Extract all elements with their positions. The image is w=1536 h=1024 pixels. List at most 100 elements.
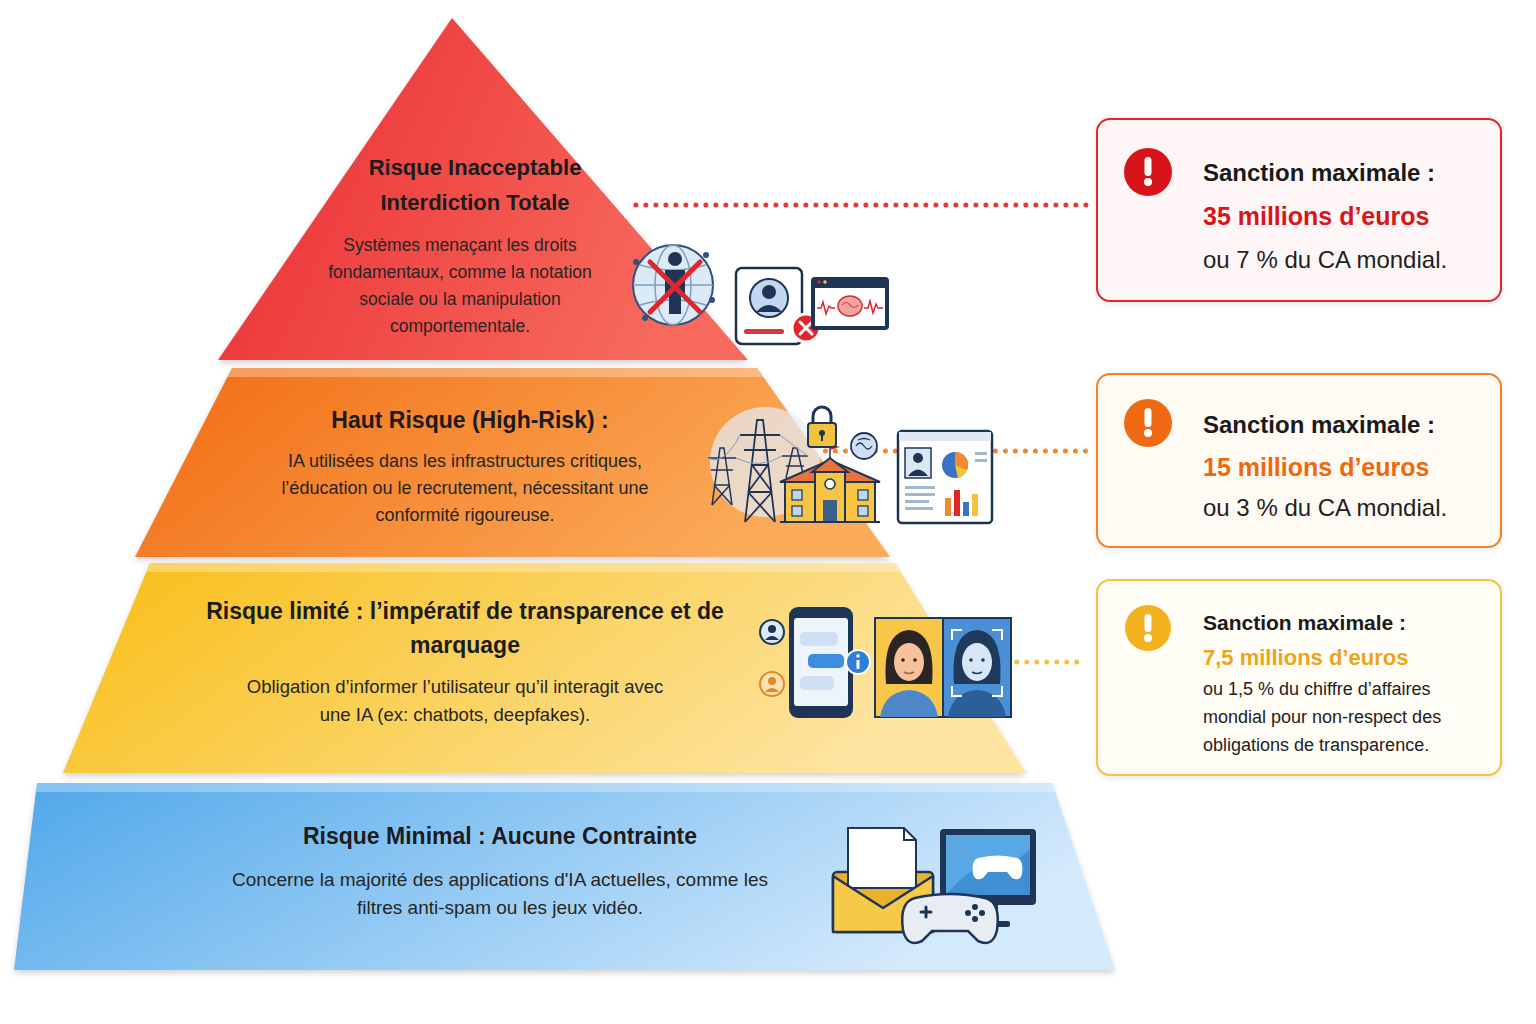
deepfake-faces-icon — [901, 658, 905, 662]
dotted-connector — [967, 660, 1086, 665]
chatbot-phone-icon — [800, 676, 834, 690]
band-fill — [135, 368, 890, 557]
deepfake-faces-icon — [875, 618, 1011, 717]
brain-screen-icon — [817, 280, 821, 284]
school-icon — [812, 458, 848, 472]
dashboard-icon — [898, 431, 992, 523]
band-bevel — [146, 563, 900, 572]
sanction-detail: ou 7 % du CA mondial. — [1203, 245, 1493, 275]
alert-icon — [1124, 399, 1172, 447]
dashboard-icon — [908, 470, 928, 477]
profile-card-icon — [736, 268, 820, 344]
email-icon — [833, 876, 933, 932]
game-controller-icon — [979, 910, 985, 916]
deepfake-faces-icon — [943, 618, 1011, 717]
chatbot-phone-icon — [800, 632, 838, 646]
band-heading: Risque limité : l’impératif de transpare… — [185, 594, 745, 662]
chatbot-phone-icon — [789, 607, 853, 718]
brain-screen-icon — [864, 301, 883, 313]
school-icon — [823, 500, 837, 522]
dashboard-icon — [905, 500, 929, 503]
band-heading: Haut Risque (High-Risk) : — [260, 405, 680, 435]
sanction-detail: ou 1,5 % du chiffre d’affaires mondial p… — [1203, 675, 1493, 759]
school-icon — [792, 506, 802, 516]
alert-icon — [1144, 634, 1152, 642]
alert-icon — [1125, 605, 1171, 651]
brain-screen-icon — [811, 277, 889, 330]
alert-icon — [1124, 148, 1172, 196]
email-icon — [833, 872, 933, 932]
risk-band: Risque limité : l’impératif de transpare… — [63, 563, 1026, 773]
dashboard-icon — [899, 432, 991, 441]
profile-card-icon — [800, 322, 812, 334]
alert-icon — [1145, 408, 1152, 427]
brain-bubble-icon — [851, 433, 877, 459]
risk-band: Risque Minimal : Aucune ContrainteConcer… — [14, 783, 1115, 970]
globe-person-icon — [633, 284, 713, 286]
band-bevel — [227, 368, 763, 377]
alert-icon — [1145, 157, 1152, 176]
power-pylon-icon — [740, 420, 780, 522]
globe-person-icon — [665, 270, 685, 314]
deepfake-faces-icon — [962, 643, 992, 681]
dashboard-icon — [942, 452, 968, 478]
school-icon — [792, 490, 802, 500]
alert-icon — [1124, 148, 1172, 196]
game-controller-icon — [902, 894, 998, 943]
padlock-icon — [813, 407, 831, 424]
deepfake-faces-icon — [913, 658, 917, 662]
dashboard-icon — [913, 453, 923, 463]
brain-screen-icon — [838, 296, 862, 316]
user-avatar-icon — [768, 625, 776, 633]
band-shape — [63, 563, 1026, 773]
risk-band: Haut Risque (High-Risk) : IA utilisées da… — [135, 368, 890, 557]
game-controller-icon — [921, 907, 931, 917]
dashboard-icon — [905, 486, 935, 489]
dashboard-icon — [898, 431, 992, 523]
dashboard-icon — [955, 452, 968, 470]
deepfake-faces-icon — [948, 690, 1006, 717]
dashboard-icon — [905, 448, 931, 478]
globe-person-icon — [642, 315, 648, 321]
alert-icon — [1125, 605, 1171, 651]
profile-card-icon — [736, 268, 802, 344]
school-icon — [858, 506, 868, 516]
dashboard-icon — [945, 498, 951, 516]
user-avatar-icon — [760, 620, 784, 644]
band-fill — [63, 563, 1026, 773]
user-avatar-icon — [760, 620, 784, 696]
sanction-box: Sanction maximale :35 millions d’eurosou… — [1096, 118, 1502, 302]
band-description: Systèmes menaçant les droits fondamentau… — [305, 232, 615, 340]
power-pylon-icon — [782, 448, 808, 478]
monitor-game-icon — [976, 905, 998, 922]
dotted-connector — [825, 449, 1086, 454]
padlock-icon — [808, 407, 836, 447]
school-icon — [815, 470, 845, 522]
school-icon — [830, 444, 840, 450]
game-controller-icon — [972, 916, 978, 922]
deepfake-faces-icon — [880, 690, 938, 717]
dashboard-icon — [905, 507, 933, 510]
power-pylon-icon — [708, 407, 820, 522]
deepfake-faces-icon — [981, 658, 985, 662]
school-icon — [825, 479, 835, 489]
deepfake-faces-icon — [885, 630, 932, 684]
band-heading: Risque Inacceptable Interdiction Totale — [345, 150, 605, 220]
dotted-connector — [636, 203, 1086, 208]
email-icon — [904, 828, 916, 840]
sanction-heading: Sanction maximale : — [1203, 410, 1493, 440]
globe-person-icon — [640, 265, 706, 305]
sanction-box: Sanction maximale :15 millions d’eurosou… — [1096, 373, 1502, 548]
dashboard-icon — [954, 490, 960, 516]
monitor-game-icon — [946, 835, 1030, 895]
globe-person-icon — [633, 245, 715, 325]
deepfake-faces-icon — [875, 618, 943, 717]
deepfake-faces-icon — [953, 630, 1000, 684]
band-description: IA utilisées dans les infrastructures cr… — [245, 448, 685, 529]
band-fill — [14, 783, 1115, 970]
profile-card-icon — [744, 329, 784, 334]
alert-icon — [1144, 429, 1152, 437]
game-controller-icon — [965, 910, 971, 916]
chatbot-phone-icon — [789, 607, 870, 718]
